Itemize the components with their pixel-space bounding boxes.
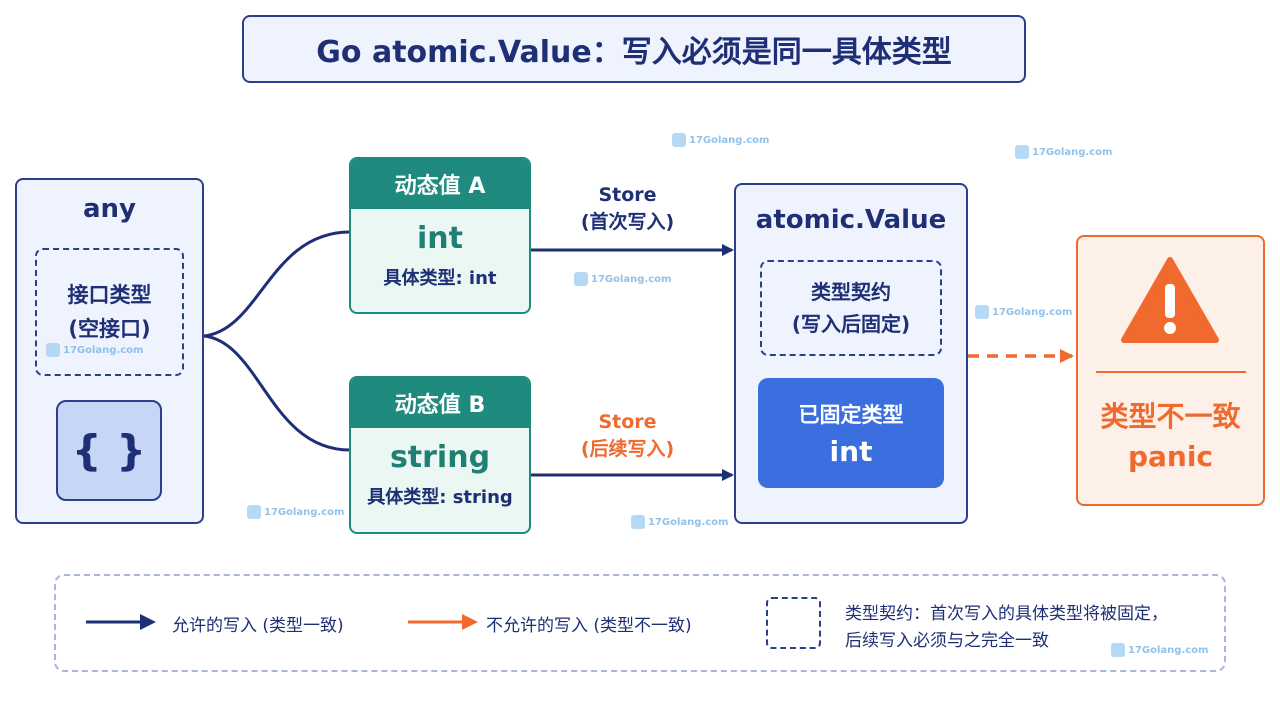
watermark-logo-icon: [975, 305, 989, 319]
dynamic-value-a-type: int: [417, 221, 463, 256]
store-later-method: Store: [598, 411, 657, 433]
fixed-type-label: 已固定类型: [798, 402, 904, 427]
dynamic-value-b-subtitle: 具体类型: string: [367, 487, 513, 508]
atomic-value-title: atomic.Value: [755, 205, 947, 235]
store-later-note: (后续写入): [580, 438, 675, 460]
watermark: 17Golang.com: [1111, 643, 1208, 657]
dynamic-value-b-header: 动态值 B: [351, 378, 529, 428]
empty-interface-label: (空接口): [68, 317, 151, 341]
watermark-logo-icon: [672, 133, 686, 147]
watermark-text: 17Golang.com: [648, 516, 729, 528]
watermark-text: 17Golang.com: [1128, 644, 1209, 656]
watermark-text: 17Golang.com: [689, 134, 770, 146]
legend-contract-line2: 后续写入必须与之完全一致: [845, 631, 1049, 651]
watermark-logo-icon: [46, 343, 60, 357]
store-first-method: Store: [598, 184, 657, 206]
watermark-text: 17Golang.com: [992, 306, 1073, 318]
store-first-note: (首次写入): [580, 211, 675, 233]
watermark-logo-icon: [247, 505, 261, 519]
legend-box: [54, 574, 1226, 672]
warning-icon: [1121, 257, 1219, 343]
watermark-logo-icon: [574, 272, 588, 286]
dynamic-value-a-subtitle: 具体类型: int: [383, 268, 497, 289]
watermark-text: 17Golang.com: [591, 273, 672, 285]
fixed-type-box: 已固定类型 int: [758, 378, 944, 488]
watermark-logo-icon: [1111, 643, 1125, 657]
any-title: any: [82, 194, 136, 224]
legend-allowed-label: 允许的写入 (类型一致): [172, 616, 344, 636]
type-contract-label: 类型契约: [811, 280, 891, 304]
legend-contract-line1: 类型契约：首次写入的具体类型将被固定，: [845, 604, 1168, 624]
interface-type-label: 接口类型: [67, 283, 152, 307]
watermark-logo-icon: [631, 515, 645, 529]
dynamic-value-a-header: 动态值 A: [351, 159, 529, 209]
braces-icon: { }: [56, 400, 162, 501]
branch-to-value-a: [203, 230, 351, 338]
legend-contract-swatch: [766, 597, 821, 649]
store-first-label: Store (首次写入): [560, 182, 695, 236]
watermark: 17Golang.com: [631, 515, 728, 529]
watermark: 17Golang.com: [975, 305, 1072, 319]
panic-label: panic: [1127, 440, 1214, 473]
branch-to-value-b: [203, 334, 351, 452]
type-contract-box: 类型契约 (写入后固定): [760, 260, 942, 356]
watermark: 17Golang.com: [247, 505, 344, 519]
panic-type-mismatch: 类型不一致: [1100, 400, 1241, 433]
dynamic-value-b-card: 动态值 B string 具体类型: string: [349, 376, 531, 534]
panic-divider: [1096, 371, 1246, 373]
type-contract-note: (写入后固定): [791, 312, 911, 336]
legend-disallowed-label: 不允许的写入 (类型不一致): [486, 616, 692, 636]
dynamic-value-b-type: string: [389, 440, 491, 475]
dynamic-value-a-card: 动态值 A int 具体类型: int: [349, 157, 531, 314]
page-title: Go atomic.Value：写入必须是同一具体类型: [242, 15, 1026, 83]
watermark: 17Golang.com: [574, 272, 671, 286]
watermark: 17Golang.com: [1015, 145, 1112, 159]
watermark-logo-icon: [1015, 145, 1029, 159]
legend-disallowed-arrow: [408, 614, 478, 630]
watermark: 17Golang.com: [46, 343, 143, 357]
store-later-label: Store (后续写入): [560, 409, 695, 463]
legend-allowed-arrow: [86, 614, 156, 630]
watermark-text: 17Golang.com: [264, 506, 345, 518]
watermark-text: 17Golang.com: [63, 344, 144, 356]
interface-type-box: 接口类型 (空接口): [35, 248, 184, 376]
watermark: 17Golang.com: [672, 133, 769, 147]
fixed-type-value: int: [829, 434, 873, 468]
braces-glyph: { }: [71, 426, 147, 475]
watermark-text: 17Golang.com: [1032, 146, 1113, 158]
